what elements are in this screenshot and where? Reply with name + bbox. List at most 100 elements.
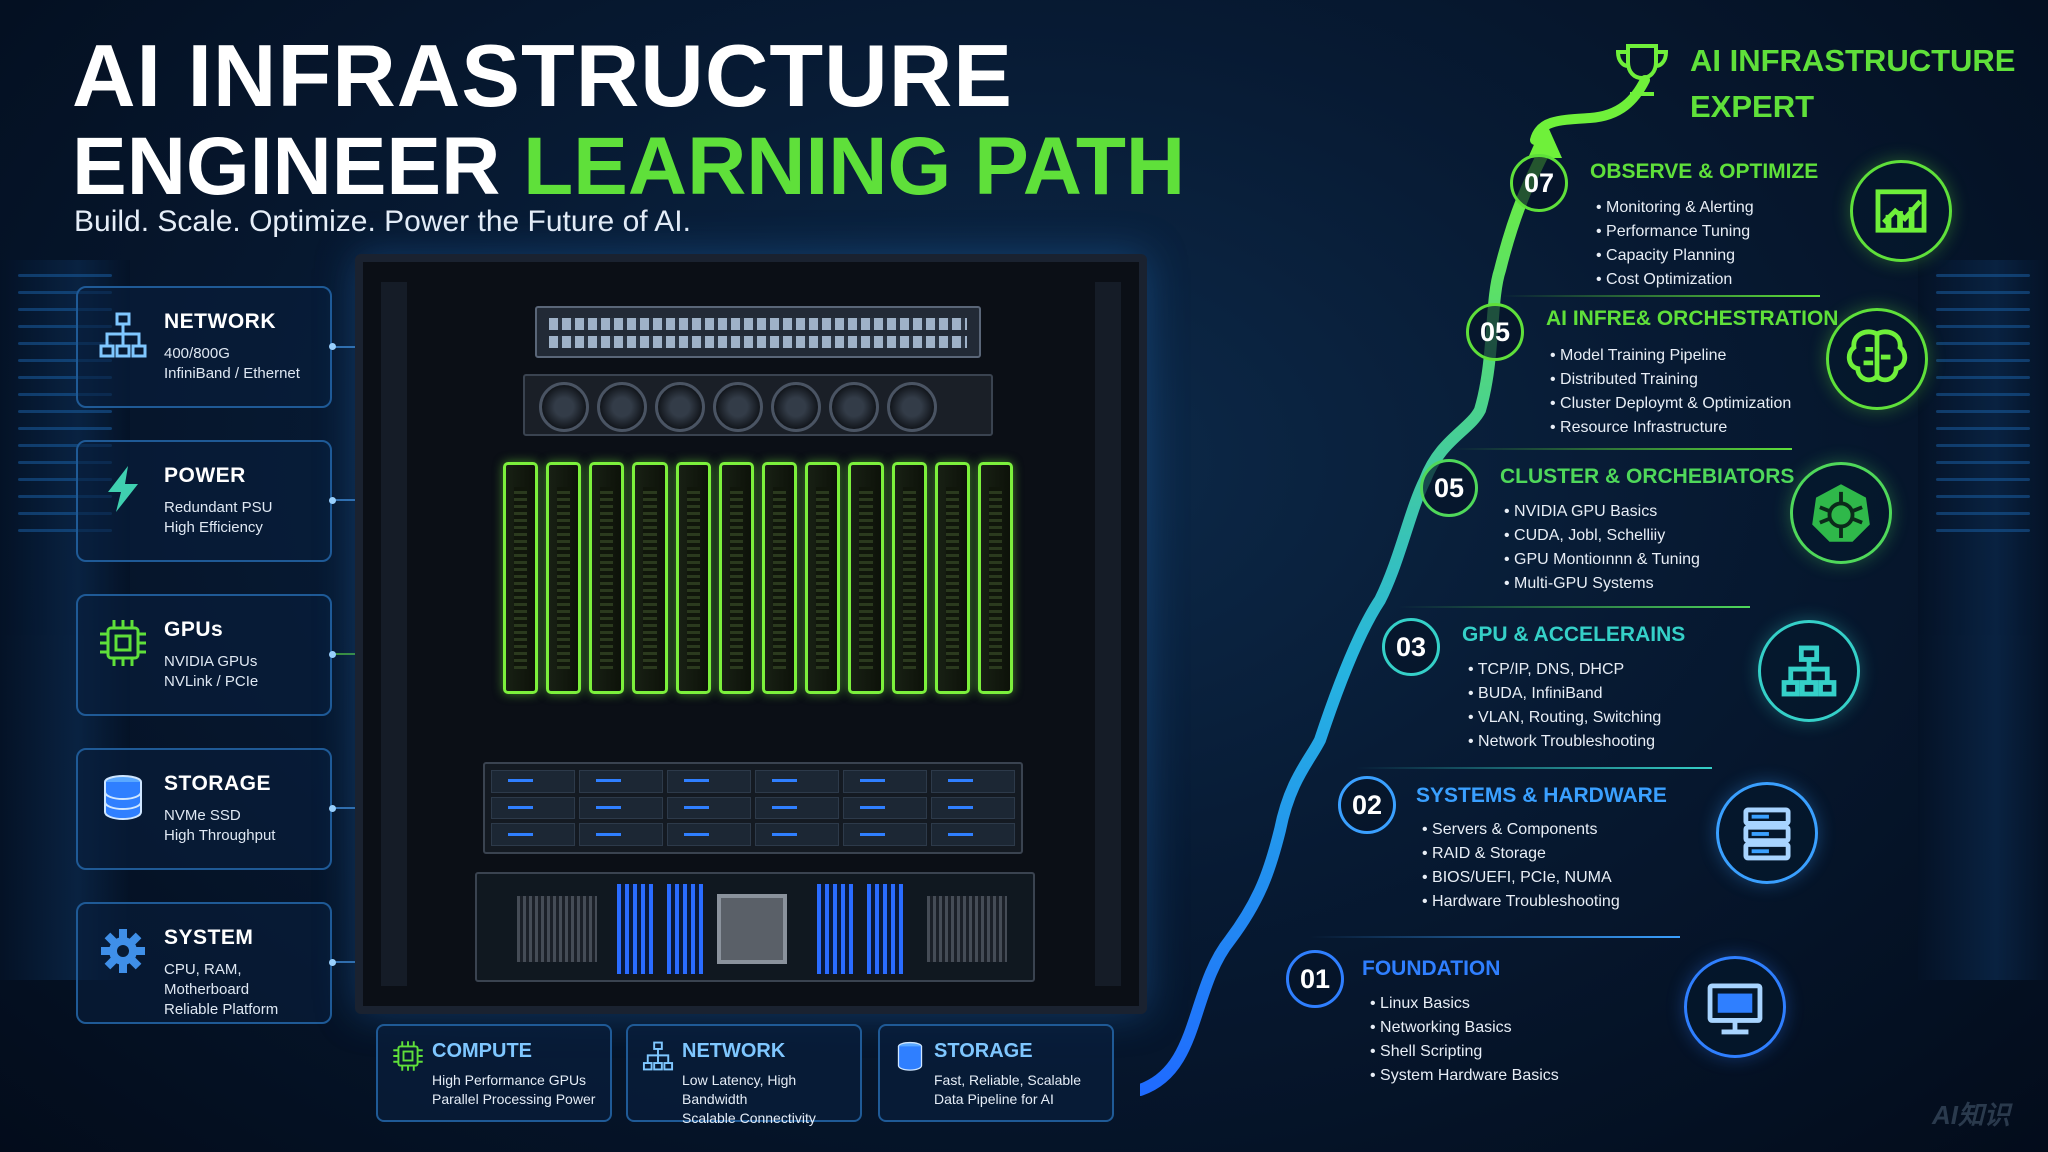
- gpu-card: [848, 462, 884, 694]
- bottom-card-title: STORAGE: [934, 1040, 1033, 1062]
- step-topic: Monitoring & Alerting: [1596, 196, 1754, 220]
- step-topics: Monitoring & AlertingPerformance TuningC…: [1596, 196, 1754, 292]
- gpu-card: [762, 462, 798, 694]
- step-topic: Model Training Pipeline: [1550, 344, 1791, 368]
- step-divider: [1452, 448, 1792, 450]
- connector-dot: [329, 343, 336, 350]
- subtitle: Build. Scale. Optimize. Power the Future…: [74, 205, 691, 238]
- motherboard: [475, 872, 1035, 982]
- monitor-icon: [1684, 956, 1786, 1058]
- title-line-2-green: LEARNING PATH: [523, 121, 1186, 213]
- chip-icon: [393, 1041, 423, 1071]
- trophy-icon: [1615, 44, 1669, 96]
- step-divider: [1310, 936, 1680, 938]
- step-title: OBSERVE & OPTIMIZE: [1590, 160, 1819, 183]
- step-title: FOUNDATION: [1362, 957, 1501, 980]
- title-line-1: AI INFRASTRUCTURE: [72, 26, 1013, 125]
- step-title: GPU & ACCELERAINS: [1462, 623, 1686, 646]
- step-topic: NVIDIA GPU Basics: [1504, 500, 1700, 524]
- gpu-card: [891, 462, 927, 694]
- server-rack: [355, 254, 1147, 1014]
- component-title: STORAGE: [164, 772, 271, 795]
- chip-icon: [100, 620, 146, 666]
- cpu-chip: [717, 894, 787, 964]
- rack-rail-left: [381, 282, 407, 986]
- kubernetes-icon: [1790, 462, 1892, 564]
- step-topic: Hardware Troubleshooting: [1422, 890, 1620, 914]
- gpu-card: [718, 462, 754, 694]
- chart-icon: [1850, 160, 1952, 262]
- title-line-2: ENGINEER LEARNING PATH: [72, 121, 1186, 213]
- network-switch: [535, 306, 981, 358]
- step-topics: TCP/IP, DNS, DHCPBUDA, InfiniBandVLAN, R…: [1468, 658, 1661, 754]
- connector-dot: [329, 497, 336, 504]
- step-topic: Networking Basics: [1370, 1016, 1559, 1040]
- gpu-card: [675, 462, 711, 694]
- component-title: POWER: [164, 464, 246, 487]
- connector-dot: [329, 959, 336, 966]
- connector-dot: [329, 805, 336, 812]
- gear-icon: [101, 929, 145, 973]
- step-topic: Cost Optimization: [1596, 268, 1754, 292]
- network-icon: [642, 1041, 674, 1071]
- gpu-card: [632, 462, 668, 694]
- database-icon: [897, 1041, 923, 1071]
- background-server-aisle-right: [1918, 260, 2048, 980]
- gpu-card: [502, 462, 539, 694]
- database-icon: [104, 775, 142, 821]
- step-title: SYSTEMS & HARDWARE: [1416, 784, 1667, 807]
- bottom-card-title: COMPUTE: [432, 1040, 532, 1062]
- step-topic: Resource Infrastructure: [1550, 416, 1791, 440]
- step-topic: Distributed Training: [1550, 368, 1791, 392]
- step-number-badge: 07: [1510, 154, 1568, 212]
- step-topic: Performance Tuning: [1596, 220, 1754, 244]
- step-topics: NVIDIA GPU BasicsCUDA, Jobl, SchelliiyGP…: [1504, 500, 1700, 596]
- step-topic: Shell Scripting: [1370, 1040, 1559, 1064]
- server-icon: [1716, 782, 1818, 884]
- gpu-card: [546, 462, 582, 694]
- step-topic: Servers & Components: [1422, 818, 1620, 842]
- brain-icon: [1826, 308, 1928, 410]
- component-title: GPUs: [164, 618, 224, 641]
- page-title: AI INFRASTRUCTURE ENGINEER LEARNING PATH: [72, 28, 1185, 212]
- step-divider: [1398, 606, 1750, 608]
- gpu-array: [502, 462, 1014, 707]
- step-topics: Model Training PipelineDistributed Train…: [1550, 344, 1791, 440]
- step-topic: CUDA, Jobl, Schelliiy: [1504, 524, 1700, 548]
- step-topic: Capacity Planning: [1596, 244, 1754, 268]
- step-title: CLUSTER & ORCHEBIATORS: [1500, 465, 1795, 488]
- title-line-2-white: ENGINEER: [72, 121, 524, 213]
- step-number-badge: 05: [1466, 303, 1524, 361]
- step-topic: Linux Basics: [1370, 992, 1559, 1016]
- watermark: AI知识: [1931, 1100, 2010, 1130]
- step-topic: BIOS/UEFI, PCIe, NUMA: [1422, 866, 1620, 890]
- gpu-card: [805, 462, 841, 694]
- step-number-badge: 01: [1286, 950, 1344, 1008]
- step-number-badge: 05: [1420, 459, 1478, 517]
- step-topics: Linux BasicsNetworking BasicsShell Scrip…: [1370, 992, 1559, 1088]
- step-topic: Network Troubleshooting: [1468, 730, 1661, 754]
- step-divider: [1356, 767, 1712, 769]
- step-topic: VLAN, Routing, Switching: [1468, 706, 1661, 730]
- component-title: SYSTEM: [164, 926, 254, 949]
- step-topic: GPU Montioınnn & Tuning: [1504, 548, 1700, 572]
- bottom-card-title: NETWORK: [682, 1040, 786, 1062]
- step-topics: Servers & ComponentsRAID & StorageBIOS/U…: [1422, 818, 1620, 914]
- gpu-card: [977, 462, 1014, 694]
- step-number-badge: 03: [1382, 618, 1440, 676]
- gpu-card: [934, 462, 970, 694]
- step-topic: Multi-GPU Systems: [1504, 572, 1700, 596]
